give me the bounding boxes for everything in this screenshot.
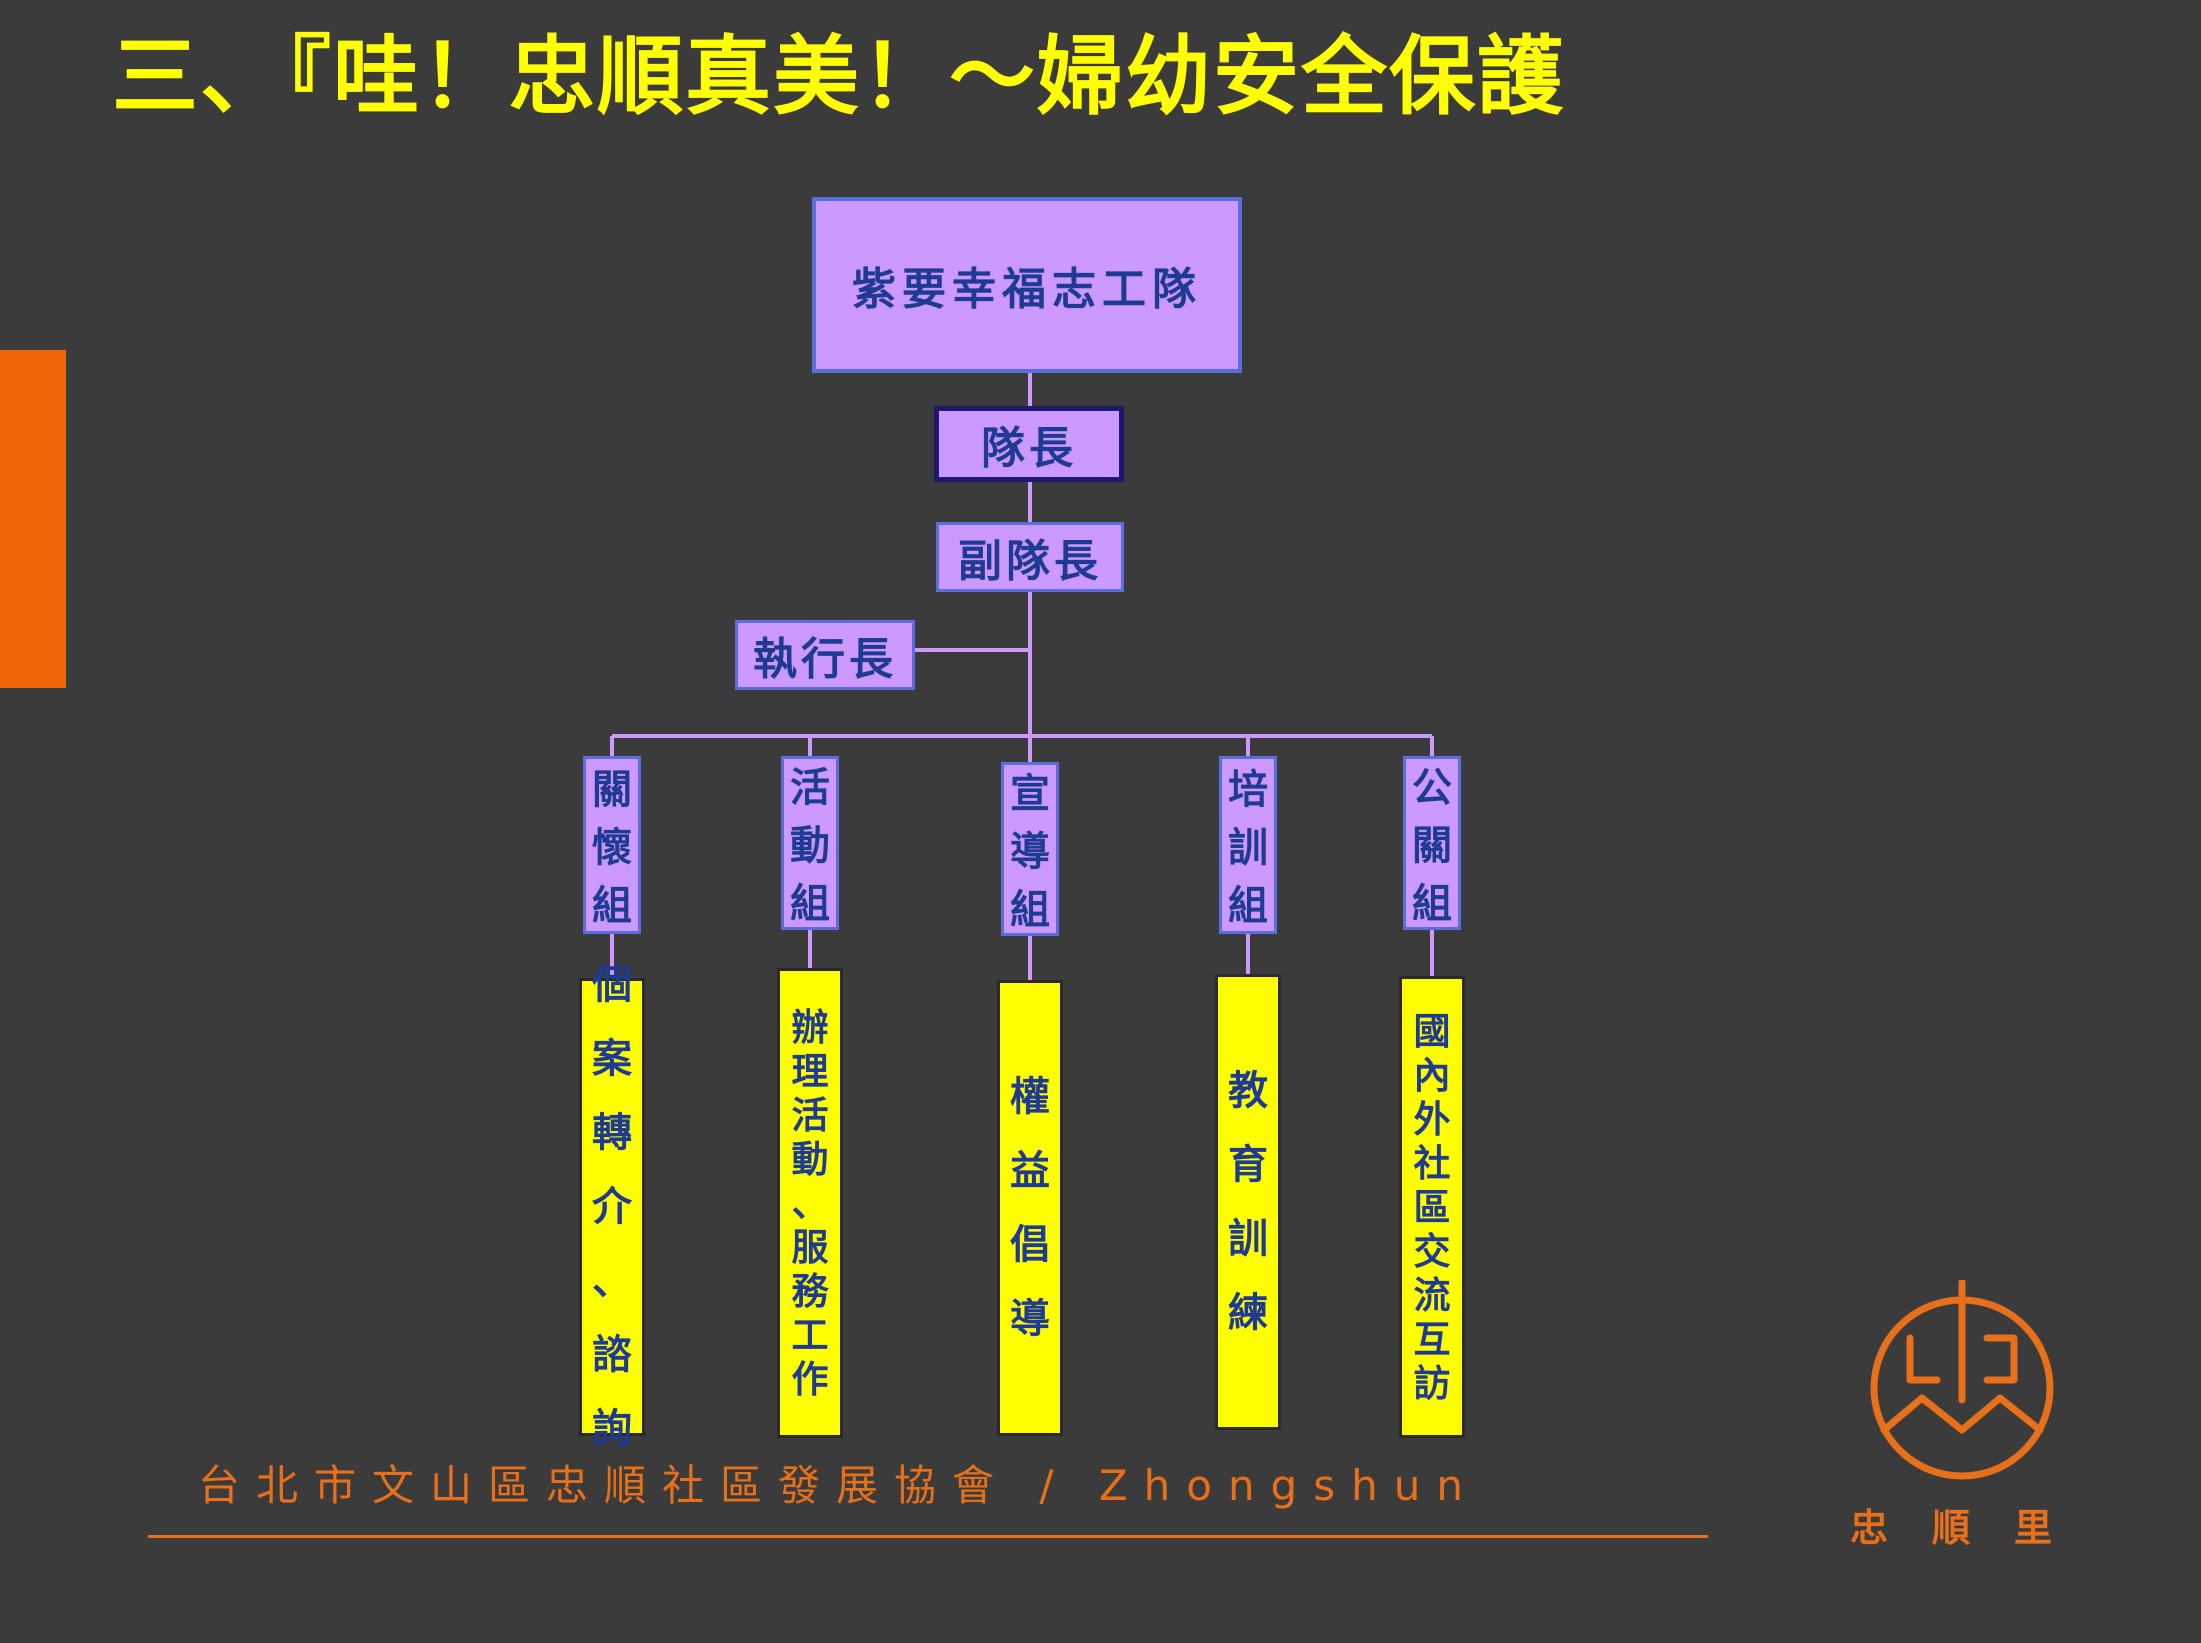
- page-title: 三、『哇！忠順真美！～婦幼安全保護: [112, 27, 1565, 127]
- group-task-box: 辦理活動、服務工作: [777, 968, 843, 1438]
- group-box: 宣導組: [1001, 762, 1059, 936]
- group-task-box: 國內外社區交流互訪: [1399, 976, 1465, 1438]
- logo-label: 忠順里: [1850, 1506, 2097, 1550]
- group-box: 公關組: [1403, 756, 1461, 930]
- group-task-box: 教育訓練: [1215, 974, 1281, 1430]
- footer-divider: [148, 1535, 1708, 1538]
- zhong-character-mountain-logo: [1870, 1280, 2054, 1480]
- group-box: 培訓組: [1219, 756, 1277, 934]
- accent-bar: [0, 350, 66, 688]
- group-box: 活動組: [781, 756, 839, 930]
- group-task-box: 個案轉介、諮詢: [579, 961, 645, 1452]
- executive-box: 執行長: [735, 620, 915, 690]
- deputy-leader-box: 副隊長: [936, 522, 1124, 592]
- group-task-box: 權益倡導: [997, 980, 1063, 1436]
- footer-text: 台北市文山區忠順社區發展協會 / Zhongshun: [198, 1461, 1479, 1510]
- group-box: 關懷組: [583, 756, 641, 934]
- leader-box: 隊長: [934, 406, 1124, 482]
- org-top-box: 紫要幸福志工隊: [812, 197, 1242, 373]
